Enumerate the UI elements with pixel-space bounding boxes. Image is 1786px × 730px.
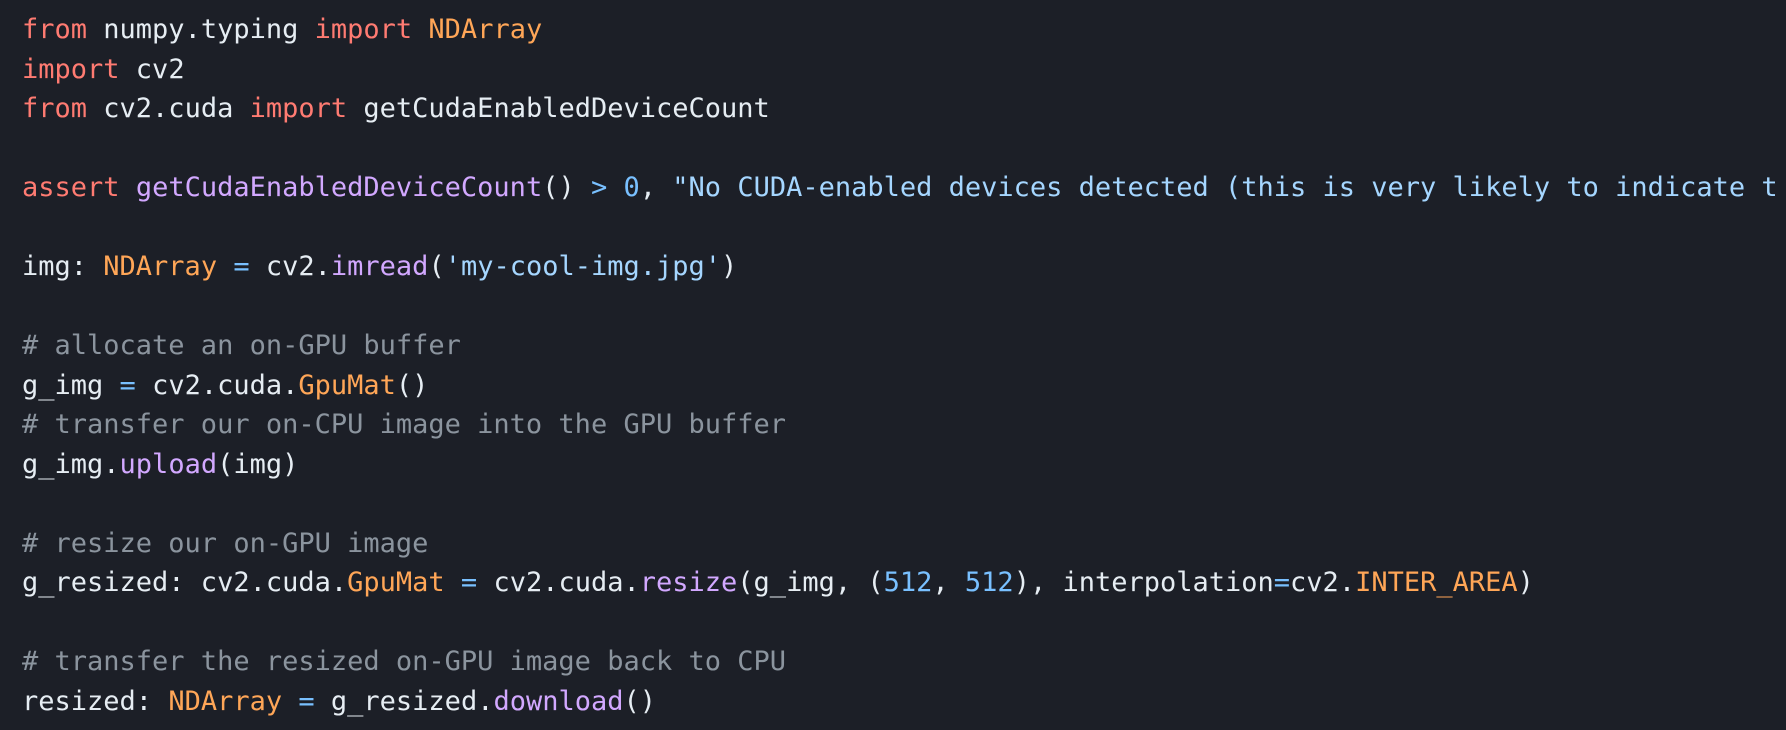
code-token-func: upload: [119, 448, 218, 480]
code-line: # resize our on-GPU image: [22, 524, 1786, 564]
code-line: g_img = cv2.cuda.GpuMat(): [22, 366, 1786, 406]
code-token-plain: cv2.cuda: [87, 93, 250, 124]
code-line: # allocate an on-GPU buffer: [22, 326, 1786, 366]
code-token-type: NDArray: [428, 14, 543, 45]
code-token-operator: =: [1273, 567, 1291, 598]
code-token-func: download: [493, 685, 624, 717]
code-token-type: GpuMat: [347, 567, 445, 598]
code-token-type: NDArray: [103, 251, 218, 282]
code-token-plain: [412, 14, 428, 45]
code-line: g_resized: cv2.cuda.GpuMat = cv2.cuda.re…: [22, 563, 1786, 603]
code-token-plain: ), interpolation: [1013, 567, 1274, 598]
code-token-plain: ,: [932, 567, 965, 598]
code-token-type: NDArray: [168, 685, 283, 717]
code-token-plain: (): [623, 685, 657, 717]
code-token-plain: cv2.cuda.: [477, 567, 640, 598]
code-token-operator: =: [298, 685, 315, 717]
code-token-plain: [120, 172, 136, 203]
code-token-comment: # transfer our on-CPU image into the GPU…: [22, 409, 787, 440]
code-token-plain: ): [1517, 567, 1534, 598]
code-token-type: INTER_AREA: [1355, 567, 1518, 598]
code-token-func: getCudaEnabledDeviceCount: [135, 172, 543, 203]
code-token-keyword: import: [314, 14, 413, 45]
code-token-plain: cv2.: [249, 251, 331, 282]
code-line: g_img.upload(img): [22, 445, 1786, 485]
code-token-plain: g_img: [22, 369, 120, 401]
code-token-plain: [282, 686, 298, 717]
code-token-plain: numpy.typing: [87, 14, 315, 45]
code-token-plain: resized:: [22, 685, 169, 717]
code-token-type: GpuMat: [298, 369, 396, 401]
code-line: resized: NDArray = g_resized.download(): [22, 682, 1786, 722]
code-token-plain: (: [428, 251, 445, 282]
code-token-string: 'my-cool-img.jpg': [444, 251, 722, 282]
code-token-comment: # allocate an on-GPU buffer: [22, 330, 461, 361]
code-line: # transfer the resized on-GPU image back…: [22, 642, 1786, 682]
code-line: assert getCudaEnabledDeviceCount() > 0, …: [22, 168, 1786, 208]
code-token-keyword: import: [249, 93, 348, 124]
code-token-keyword: from: [22, 14, 88, 45]
code-token-plain: (): [542, 172, 591, 203]
code-token-number: 512: [964, 567, 1014, 598]
code-token-keyword: assert: [22, 172, 120, 203]
code-token-plain: cv2.cuda.: [135, 369, 299, 401]
code-token-func: resize: [639, 567, 738, 598]
code-line: img: NDArray = cv2.imread('my-cool-img.j…: [22, 247, 1786, 287]
code-token-number: 0: [623, 172, 640, 203]
code-token-number: 512: [883, 567, 933, 598]
code-token-plain: [445, 567, 461, 598]
code-token-plain: getCudaEnabledDeviceCount: [347, 93, 770, 124]
code-token-plain: [217, 251, 233, 282]
code-token-func: imread: [330, 251, 429, 282]
code-token-comment: # resize our on-GPU image: [22, 527, 429, 559]
code-token-plain: img:: [22, 251, 104, 282]
code-token-plain: g_img.: [22, 448, 120, 480]
code-token-plain: g_resized: cv2.cuda.: [22, 567, 348, 598]
code-token-keyword: from: [22, 93, 88, 124]
code-line: from cv2.cuda import getCudaEnabledDevic…: [22, 89, 1786, 129]
code-token-plain: ): [721, 251, 738, 282]
code-line: [22, 603, 1786, 643]
code-token-operator: =: [460, 567, 478, 598]
code-line: [22, 287, 1786, 327]
code-token-plain: g_resized.: [314, 685, 494, 717]
code-token-plain: (): [395, 369, 429, 401]
code-token-string: "No CUDA-enabled devices detected (this …: [672, 172, 1778, 203]
code-line: [22, 129, 1786, 169]
code-line: # transfer our on-CPU image into the GPU…: [22, 405, 1786, 445]
code-token-operator: =: [233, 251, 250, 282]
code-line: [22, 208, 1786, 248]
code-token-plain: [607, 172, 623, 203]
code-token-comment: # transfer the resized on-GPU image back…: [22, 646, 787, 677]
code-token-plain: cv2.: [1290, 567, 1356, 598]
code-token-plain: cv2: [119, 53, 185, 85]
code-token-plain: ,: [639, 172, 673, 203]
code-line: from numpy.typing import NDArray: [22, 10, 1786, 50]
code-line: import cv2: [22, 50, 1786, 90]
code-line: [22, 484, 1786, 524]
code-token-operator: >: [590, 172, 608, 203]
code-token-plain: (img): [217, 448, 299, 480]
code-token-keyword: import: [22, 53, 120, 85]
code-token-operator: =: [119, 369, 136, 401]
code-token-plain: (g_img, (: [737, 567, 884, 598]
